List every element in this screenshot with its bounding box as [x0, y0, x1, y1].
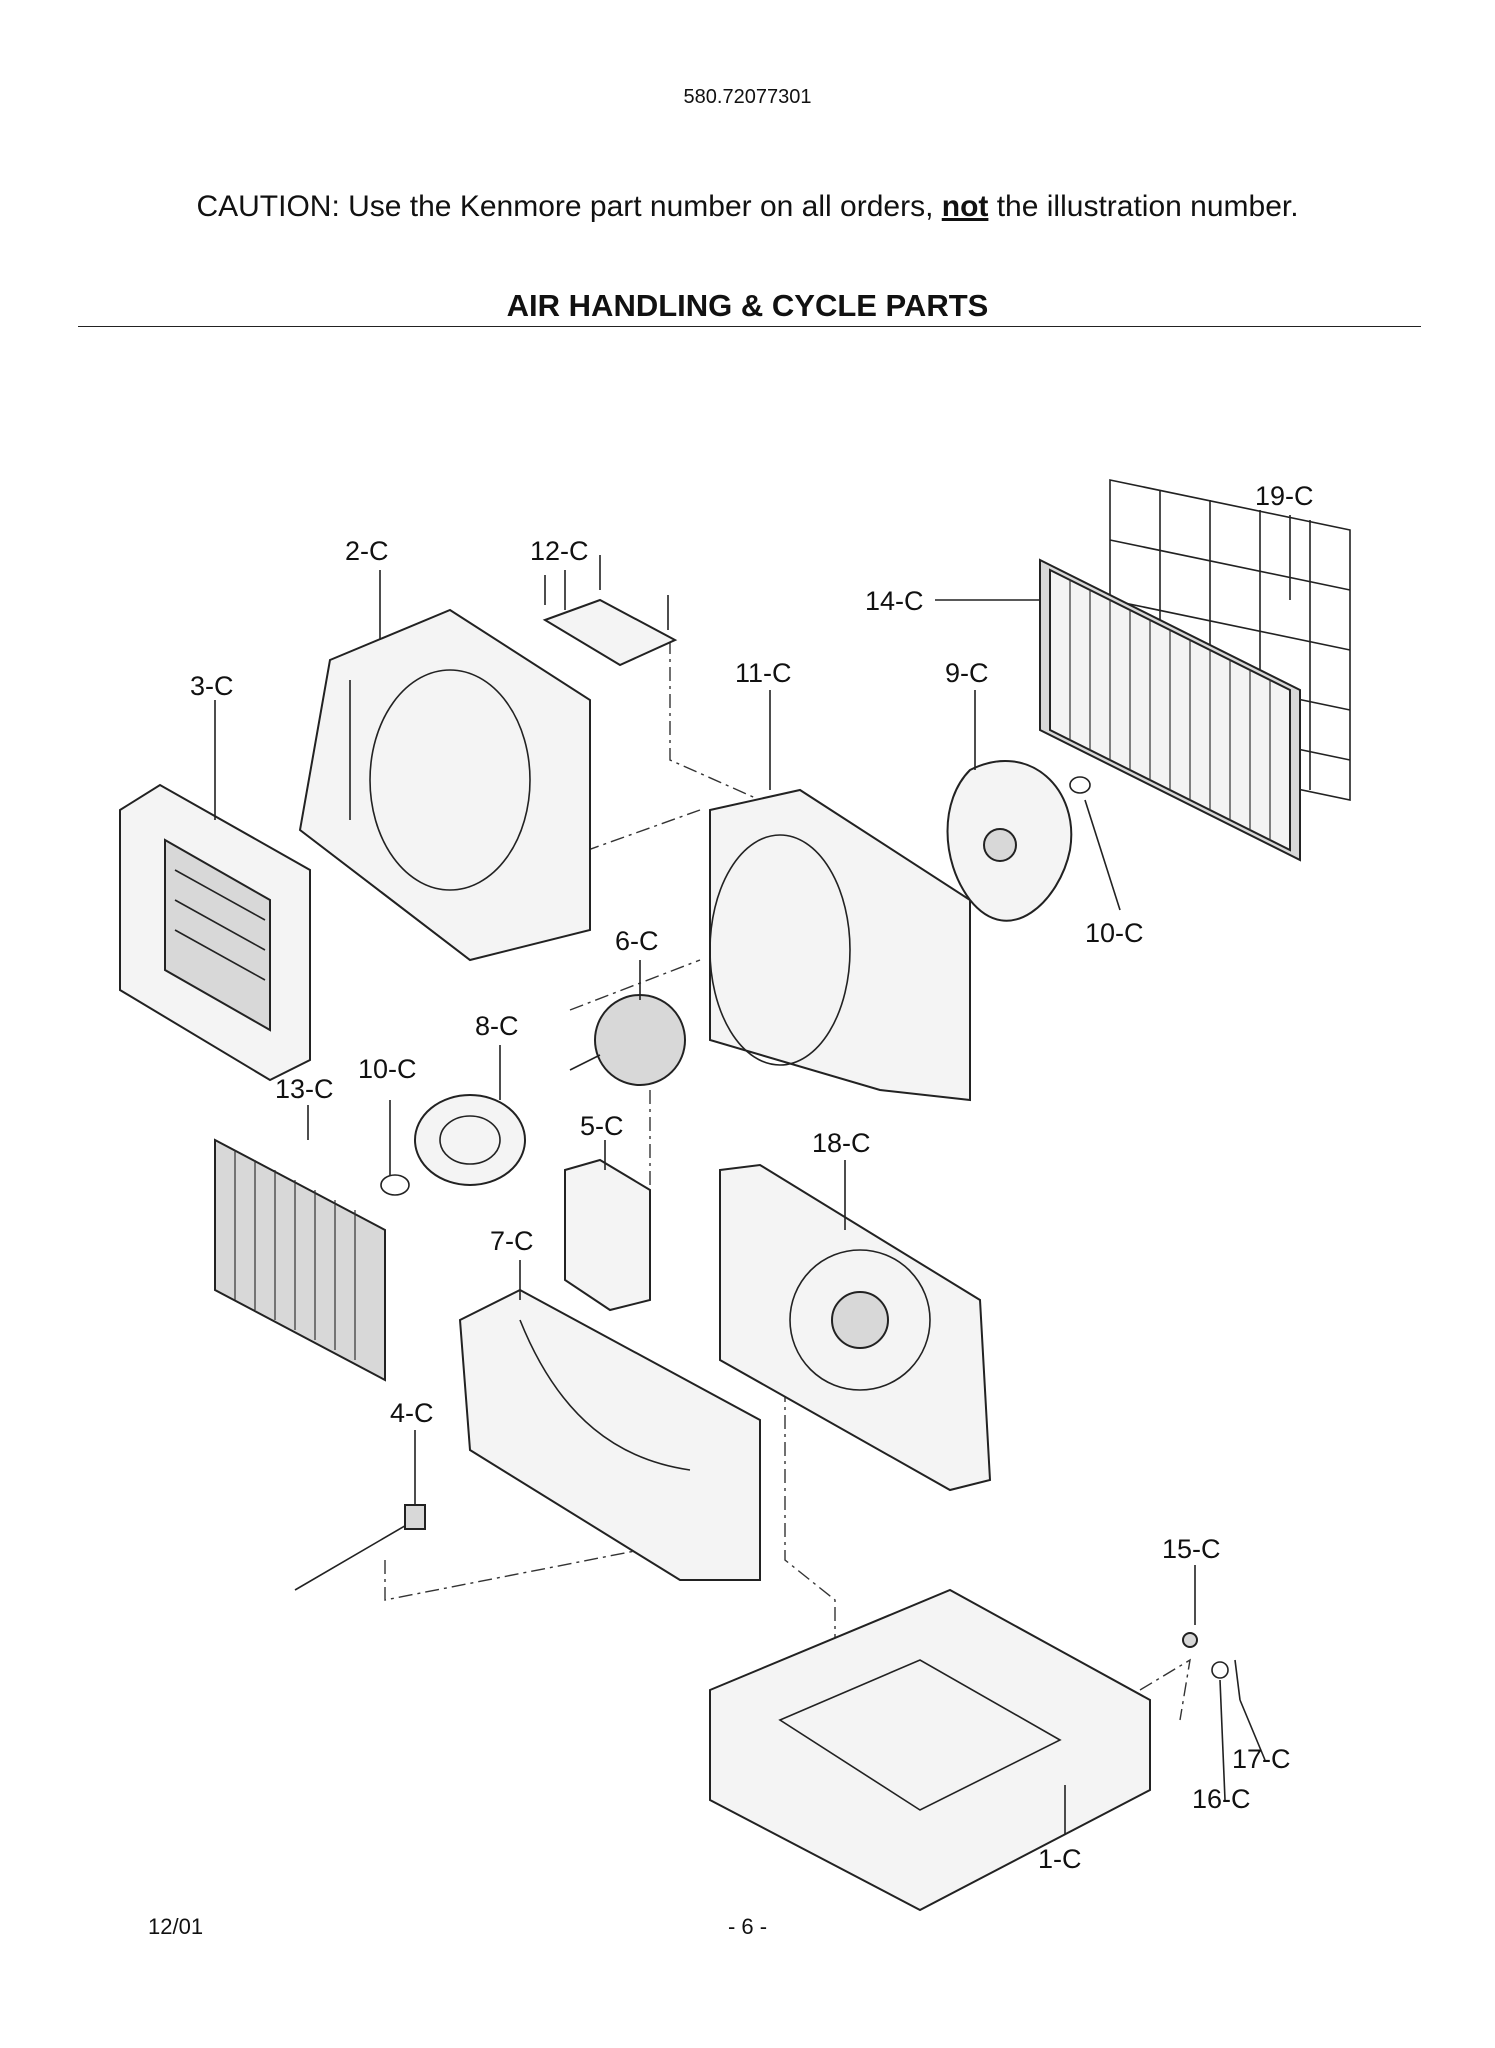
label-18-c: 18-C: [812, 1128, 871, 1158]
label-11-c: 11-C: [735, 658, 792, 688]
model-number: 580.72077301: [683, 86, 812, 108]
caution-notice: CAUTION: Use the Kenmore part number on …: [0, 190, 1495, 224]
part-4-sensor: [294, 1504, 426, 1591]
caution-emphasis: not: [941, 190, 989, 223]
part-13-evaporator-coil: [214, 1138, 386, 1382]
title-divider: [78, 326, 1421, 327]
label-7-c: 7-C: [490, 1226, 534, 1256]
label-12-c: 12-C: [530, 536, 589, 566]
part-6-motor: [569, 994, 686, 1086]
label-3-c: 3-C: [190, 671, 234, 701]
label-5-c: 5-C: [580, 1111, 624, 1141]
caution-prefix: CAUTION: Use the Kenmore part number on …: [196, 190, 942, 223]
label-13-c: 13-C: [275, 1074, 334, 1104]
part-12-bracket: [542, 555, 678, 667]
label-1-c: 1-C: [1038, 1844, 1082, 1874]
part-9-fan-blade: [946, 760, 1073, 922]
caution-suffix: the illustration number.: [988, 190, 1299, 223]
part-10-clamp-lower: [380, 1174, 410, 1196]
page-number: - 6 -: [727, 1914, 768, 1939]
part-18-partition: [719, 1163, 992, 1492]
part-5-motor-bracket: [564, 1158, 651, 1312]
part-7-scroll-housing: [458, 1288, 761, 1581]
label-19-c: 19-C: [1255, 481, 1314, 511]
label-16-c: 16-C: [1192, 1784, 1251, 1814]
part-1-base-pan: [709, 1588, 1151, 1912]
label-6-c: 6-C: [615, 926, 659, 956]
label-10-c-upper: 10-C: [1085, 918, 1144, 948]
part-10-clamp-upper: [1069, 776, 1091, 794]
parts-15-16-17-hardware: [1182, 1632, 1241, 1701]
label-10-c-lower: 10-C: [358, 1054, 417, 1084]
label-14-c: 14-C: [865, 586, 924, 616]
label-4-c: 4-C: [390, 1398, 434, 1428]
footer-date: 12/01: [148, 1914, 204, 1939]
part-11-fan-shroud: [709, 788, 971, 1102]
callout-labels: 19-C 2-C 12-C 14-C 3-C 11-C 9-C 10-C 6-C…: [190, 481, 1314, 1874]
callout-leaders: [214, 515, 1291, 1835]
label-9-c: 9-C: [945, 658, 989, 688]
part-3-front-frame: [119, 783, 311, 1082]
label-2-c: 2-C: [345, 536, 389, 566]
part-2-shroud: [298, 608, 591, 962]
label-15-c: 15-C: [1162, 1534, 1221, 1564]
part-14-condenser-coil: [1039, 558, 1301, 862]
section-title: AIR HANDLING & CYCLE PARTS: [506, 288, 989, 323]
label-17-c: 17-C: [1232, 1744, 1291, 1774]
part-8-blower-wheel: [414, 1094, 526, 1186]
label-8-c: 8-C: [475, 1011, 519, 1041]
